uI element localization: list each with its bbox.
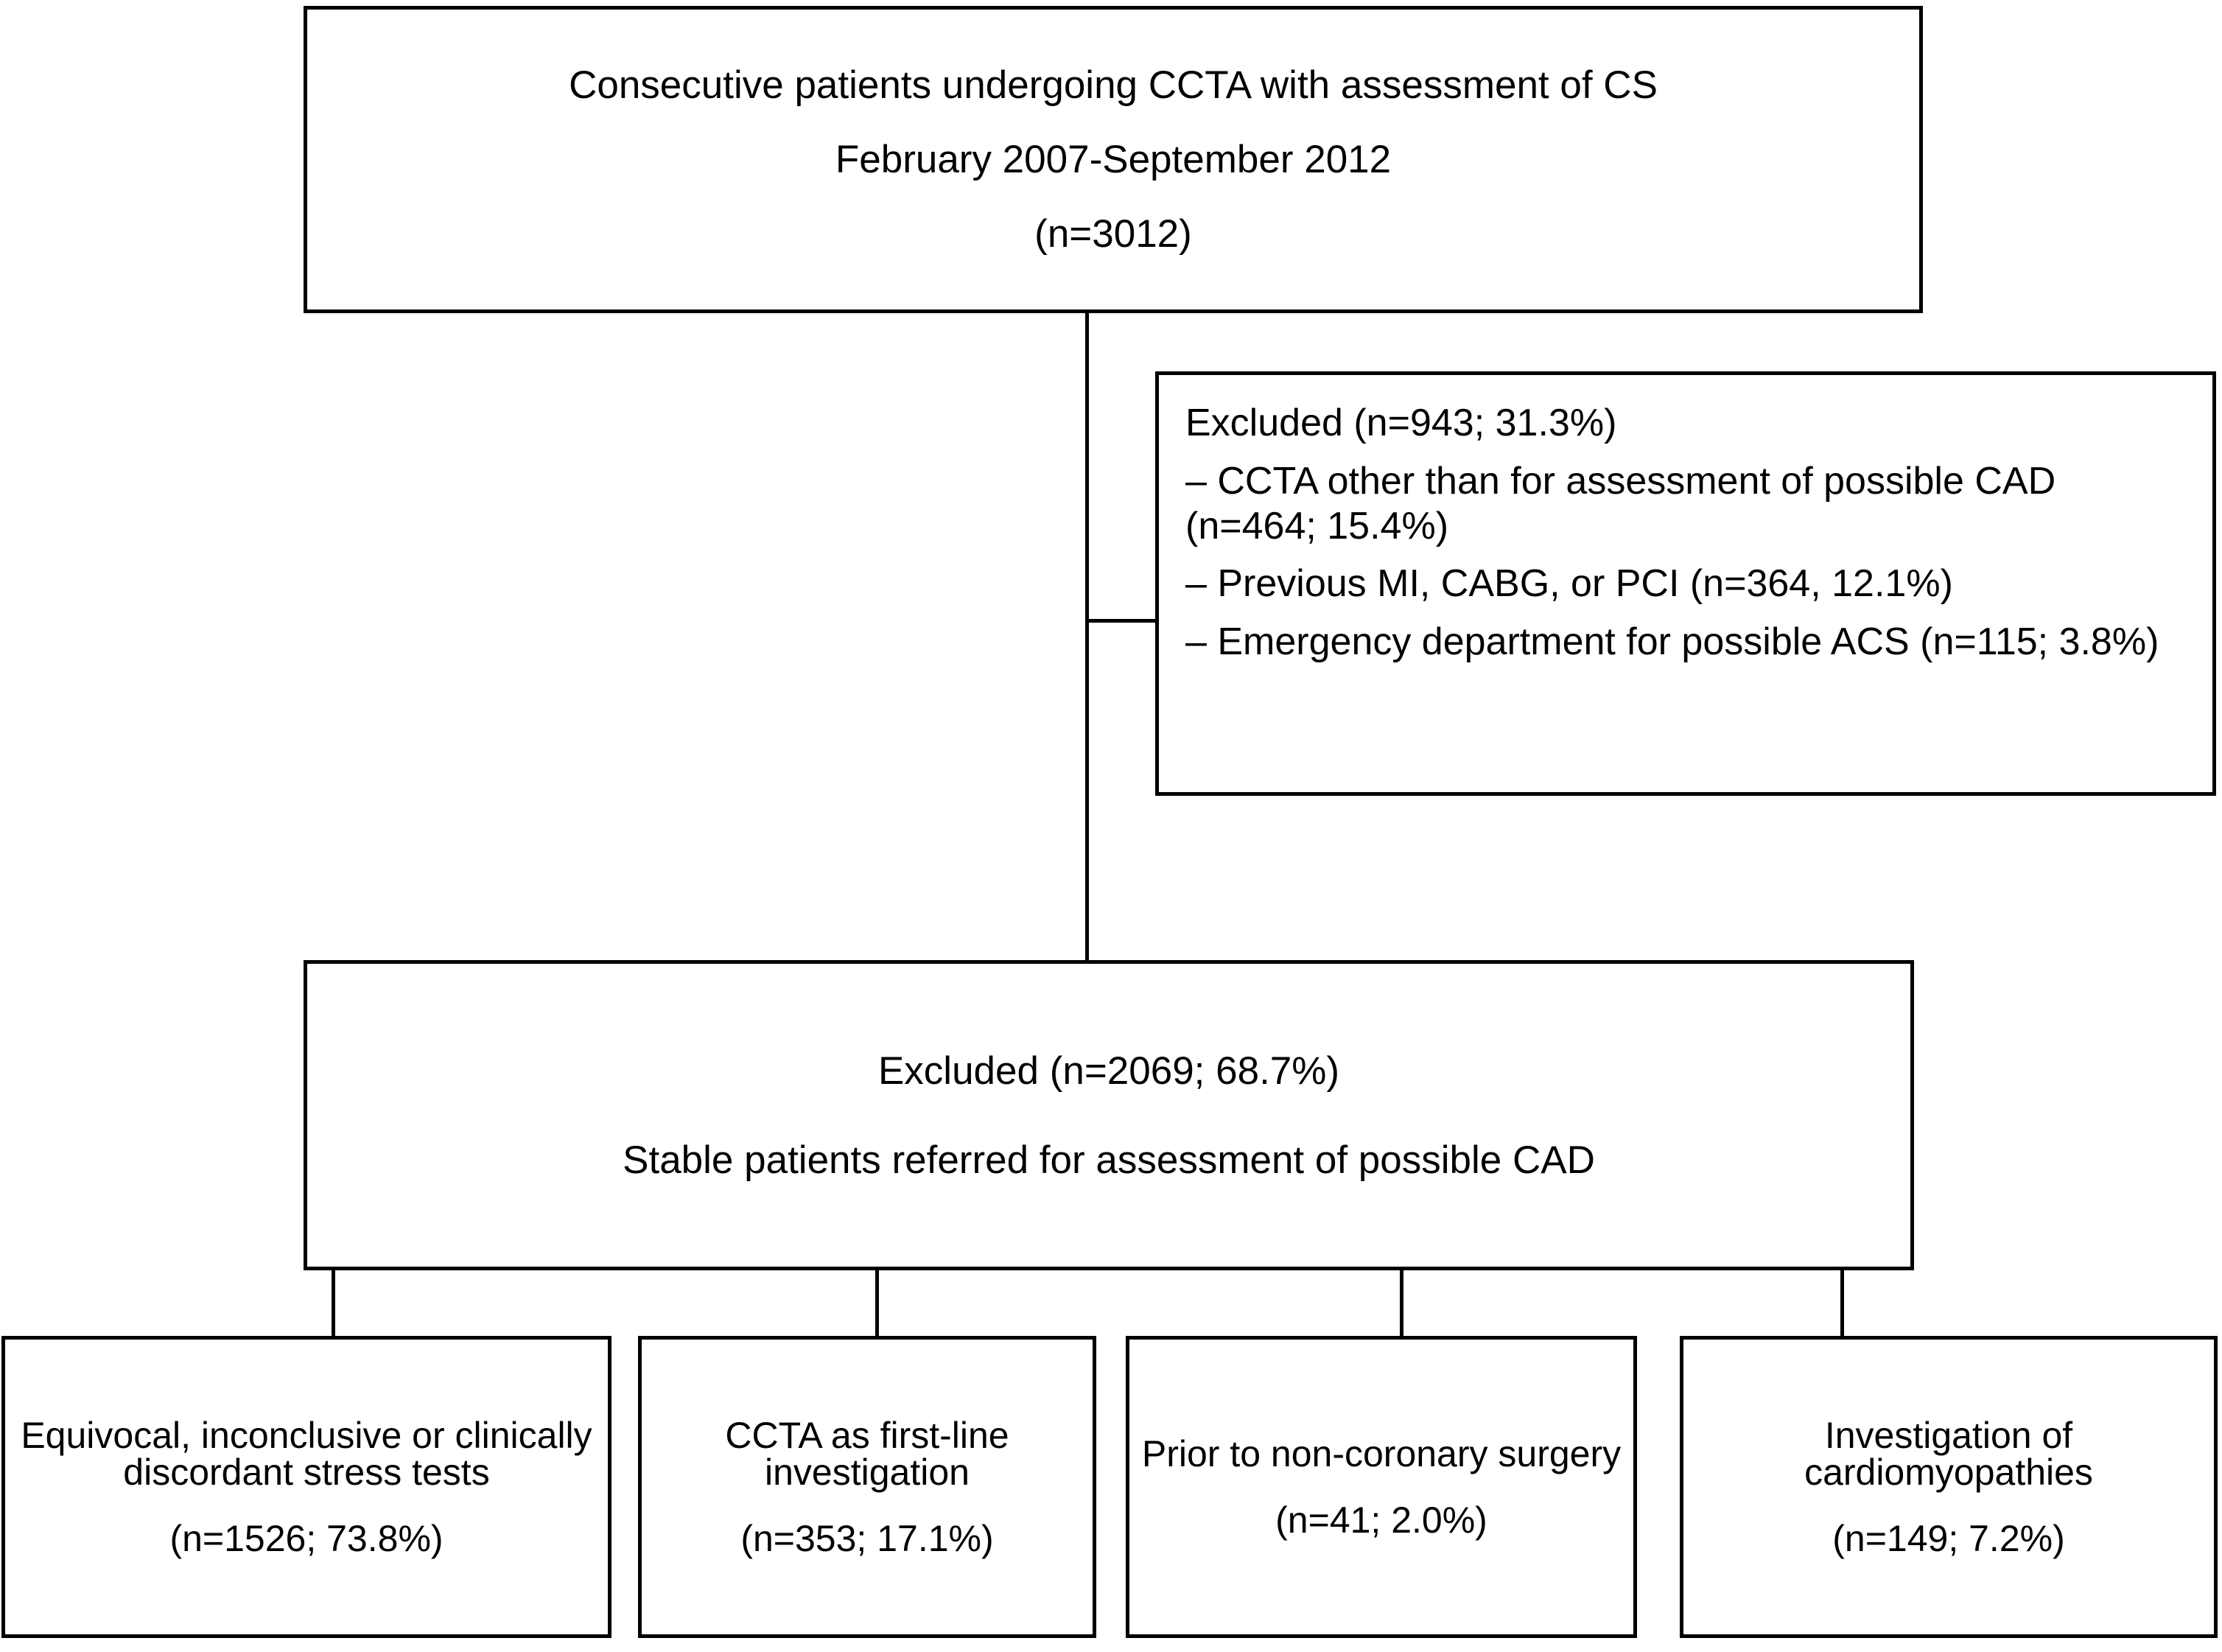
cohort-line-3: (n=3012) bbox=[1034, 212, 1192, 256]
excluded-criteria-line-3: – Previous MI, CABG, or PCI (n=364, 12.1… bbox=[1185, 562, 1953, 606]
leaf-2-line-1: CCTA as first-line investigation bbox=[725, 1415, 1009, 1493]
cohort-line-1: Consecutive patients undergoing CCTA wit… bbox=[569, 63, 1658, 107]
connector-cohort-to-stable bbox=[1085, 313, 1089, 962]
connector-stable-to-leaf-2 bbox=[875, 1270, 879, 1337]
leaf-ccta-first-line-box: CCTA as first-line investigation (n=353;… bbox=[638, 1336, 1096, 1638]
leaf-1-line-1: Equivocal, inconclusive or clinically di… bbox=[21, 1415, 592, 1493]
excluded-criteria-line-1: Excluded (n=943; 31.3%) bbox=[1185, 402, 1617, 444]
excluded-criteria-line-4: – Emergency department for possible ACS … bbox=[1185, 620, 2159, 664]
connector-stable-to-leaf-4 bbox=[1840, 1270, 1844, 1337]
cohort-line-2: February 2007-September 2012 bbox=[835, 138, 1392, 181]
excluded-criteria-box: Excluded (n=943; 31.3%) – CCTA other tha… bbox=[1155, 371, 2216, 796]
leaf-prior-non-coronary-surgery-box: Prior to non-coronary surgery (n=41; 2.0… bbox=[1126, 1336, 1637, 1638]
excluded-stable-line-1: Excluded (n=2069; 68.7%) bbox=[877, 1049, 1340, 1093]
excluded-stable-patients-box: Excluded (n=2069; 68.7%) Stable patients… bbox=[304, 960, 1914, 1270]
leaf-2-line-2: (n=353; 17.1%) bbox=[740, 1518, 994, 1559]
leaf-3-line-2: (n=41; 2.0%) bbox=[1275, 1499, 1487, 1541]
connector-stable-to-leaf-1 bbox=[332, 1270, 335, 1337]
leaf-investigation-cardiomyopathies-box: Investigation of cardiomyopathies (n=149… bbox=[1680, 1336, 2218, 1638]
leaf-4-line-2: (n=149; 7.2%) bbox=[1832, 1518, 2065, 1559]
connector-stable-to-leaf-3 bbox=[1400, 1270, 1403, 1337]
connector-cohort-to-excluded-criteria bbox=[1085, 619, 1157, 623]
leaf-4-line-1: Investigation of cardiomyopathies bbox=[1804, 1415, 2093, 1493]
leaf-1-line-2: (n=1526; 73.8%) bbox=[169, 1518, 444, 1559]
excluded-stable-line-2: Stable patients referred for assessment … bbox=[623, 1138, 1595, 1182]
leaf-equivocal-stress-tests-box: Equivocal, inconclusive or clinically di… bbox=[1, 1336, 611, 1638]
consecutive-patients-cohort-box: Consecutive patients undergoing CCTA wit… bbox=[304, 6, 1923, 313]
leaf-3-line-1: Prior to non-coronary surgery bbox=[1141, 1433, 1622, 1474]
excluded-criteria-line-2: – CCTA other than for assessment of poss… bbox=[1185, 459, 2056, 547]
